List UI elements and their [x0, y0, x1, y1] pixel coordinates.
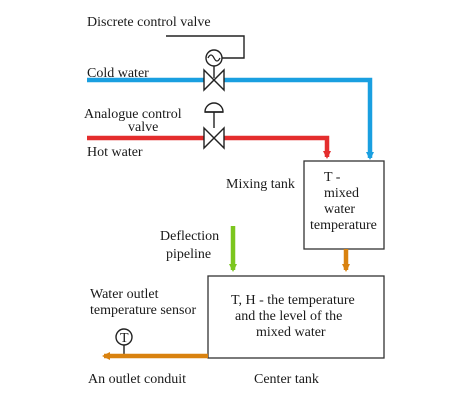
- center-tank-label: Center tank: [254, 372, 319, 387]
- mixing-tank-label: Mixing tank: [226, 177, 295, 192]
- center-box-line1: T, H - the temperature: [231, 293, 355, 308]
- center-tank-box: [207, 275, 385, 359]
- center-box-line3: mixed water: [256, 325, 326, 340]
- hot-water-pipe: [87, 135, 327, 157]
- deflection-label-line1: Deflection: [160, 229, 219, 244]
- mixing-tank-box: [303, 160, 385, 250]
- mixing-box-line2: mixed: [324, 186, 359, 201]
- sensor-label-line1: Water outlet: [90, 287, 159, 302]
- mixing-box-line4: temperature: [310, 218, 377, 233]
- deflection-label-line2: pipeline: [166, 247, 211, 262]
- center-box-line2: and the level of the: [235, 309, 342, 324]
- diaphragm-valve-icon: [203, 102, 225, 150]
- discrete-valve-signal-line: [166, 35, 245, 59]
- solenoid-valve-icon: [203, 49, 225, 92]
- sensor-symbol: T: [120, 331, 129, 346]
- hot-water-label: Hot water: [87, 145, 143, 160]
- cold-water-label: Cold water: [87, 66, 149, 81]
- outlet-conduit-label: An outlet conduit: [88, 372, 186, 387]
- analogue-valve-label-line2: valve: [128, 120, 158, 135]
- temperature-sensor-icon: T: [115, 328, 133, 355]
- mixing-box-line1: T -: [324, 170, 341, 185]
- analogue-valve-label-line1: Analogue control: [84, 107, 182, 122]
- cold-water-pipe: [87, 77, 370, 158]
- mixing-box-line3: water: [324, 202, 355, 217]
- sensor-label-line2: temperature sensor: [90, 303, 196, 318]
- discrete-valve-label: Discrete control valve: [87, 15, 211, 30]
